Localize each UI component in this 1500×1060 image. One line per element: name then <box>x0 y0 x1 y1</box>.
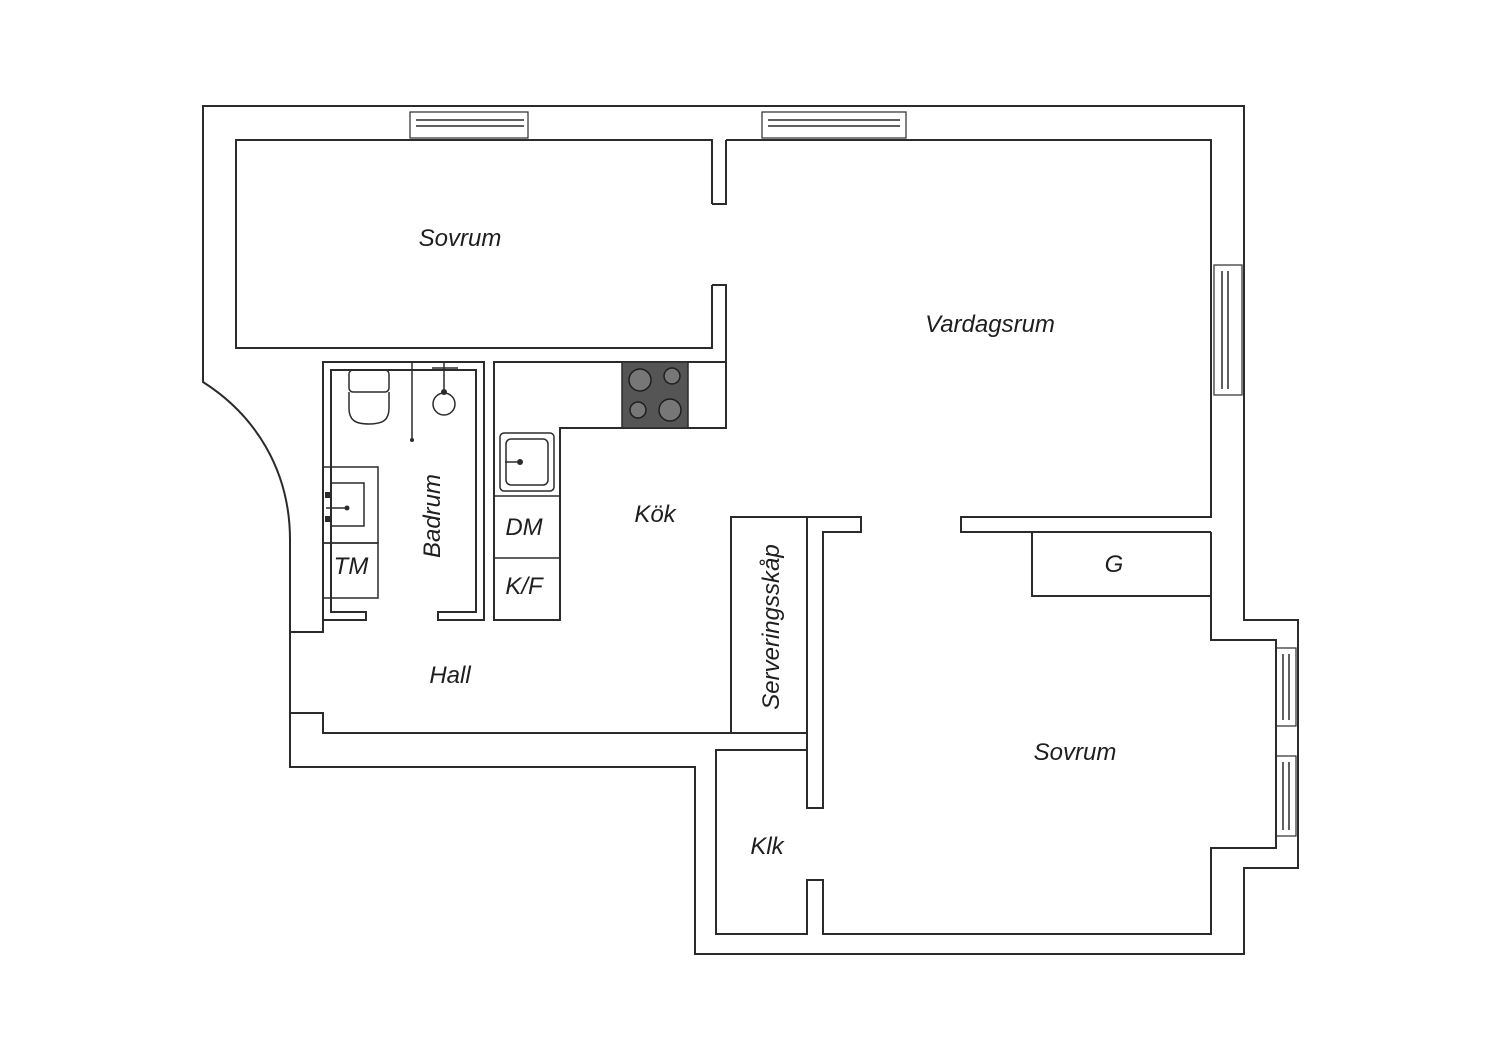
washing-machine <box>322 542 379 599</box>
label-kok: Kök <box>634 501 677 528</box>
label-serveringsskap: Serveringsskåp <box>758 544 785 709</box>
label-klk: Klk <box>750 833 785 860</box>
window-right-lower-1 <box>1275 647 1297 727</box>
label-kf: K/F <box>505 573 544 600</box>
wall-bedroom-top <box>235 139 713 349</box>
wall-bathroom <box>322 361 485 621</box>
kitchen-sink-icon <box>499 432 555 492</box>
window-top-left <box>409 111 529 139</box>
wall-jamb-top <box>712 140 727 362</box>
label-badrum: Badrum <box>419 474 446 558</box>
label-sovrum-bottom: Sovrum <box>1034 739 1117 766</box>
serving-cabinet <box>730 516 808 734</box>
shower-icon <box>410 362 458 442</box>
label-dm: DM <box>505 514 542 541</box>
toilet-icon <box>348 369 390 425</box>
label-vardagsrum: Vardagsrum <box>925 311 1055 338</box>
bathroom-sink-icon <box>322 466 379 544</box>
window-right-lower-2 <box>1275 755 1297 837</box>
wall-bedroom-bottom <box>715 532 1277 935</box>
wardrobe-g <box>1031 532 1211 597</box>
label-sovrum-top: Sovrum <box>419 225 502 252</box>
window-top-right <box>761 111 907 139</box>
label-tm: TM <box>334 553 369 580</box>
label-hall: Hall <box>429 662 471 689</box>
wall-kitchen-counter <box>493 361 727 621</box>
outer-wall <box>202 105 1299 955</box>
label-g: G <box>1105 551 1124 578</box>
window-right-upper <box>1213 264 1243 396</box>
wall-hall-left <box>290 516 862 809</box>
wall-living-room <box>726 139 1212 533</box>
stove-icon <box>621 361 689 429</box>
